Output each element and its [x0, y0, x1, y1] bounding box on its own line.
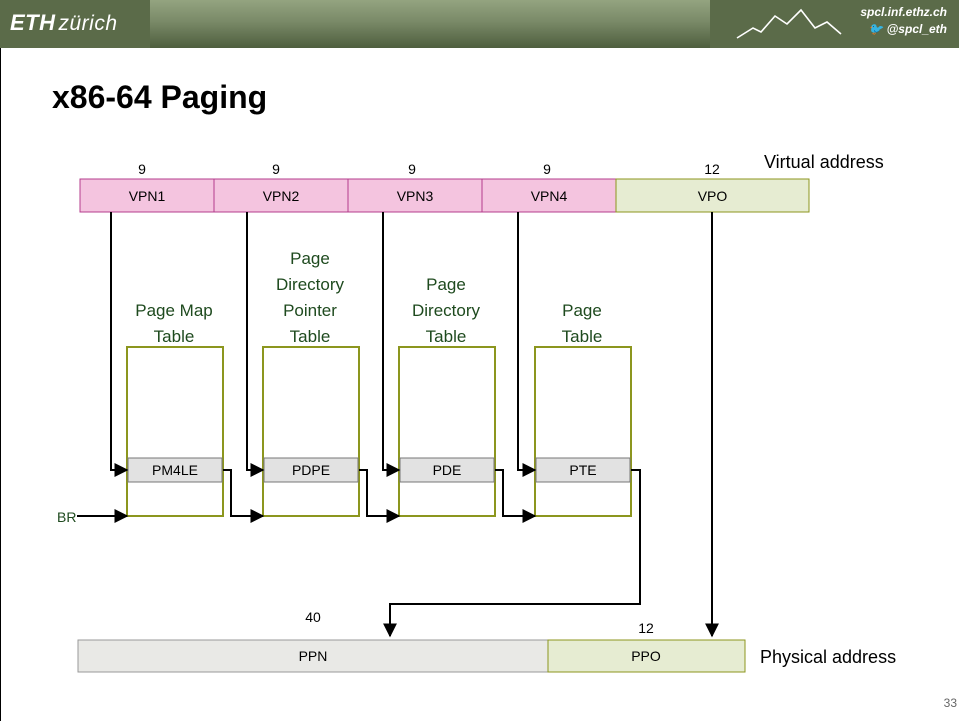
page-table-title: Table: [426, 327, 467, 346]
eth-logo-text: ETH: [10, 10, 56, 35]
page-table-box: [398, 346, 496, 517]
virtual-address-field-vpn1: [79, 178, 215, 213]
virtual-address-label: Virtual address: [764, 152, 884, 172]
vpn-index-arrow: [517, 212, 537, 477]
page-table-title: Directory: [412, 301, 481, 320]
page-table-title: Table: [290, 327, 331, 346]
page-table-title: Table: [562, 327, 603, 346]
vpn-index-arrow: [382, 212, 401, 477]
physical-address-field-label: PPN: [299, 648, 328, 664]
page-table-title: Page Map: [135, 301, 213, 320]
page-table-entry: [263, 457, 359, 483]
spcl-site-link[interactable]: spcl.inf.ethz.ch: [860, 5, 947, 19]
physical-address-field-ppo: [547, 639, 746, 673]
virtual-address-bit-width: 9: [272, 161, 280, 177]
page-table-title: Page: [426, 275, 466, 294]
spcl-contact: spcl.inf.ethz.ch 🐦 @spcl_eth: [860, 4, 947, 38]
page-table-entry-label: PTE: [569, 462, 596, 478]
page-table-entry: [399, 457, 495, 483]
virtual-address-field-label: VPO: [698, 188, 728, 204]
base-register-label: BR: [57, 509, 76, 525]
twitter-bird-icon: 🐦: [868, 22, 884, 36]
page-table-box: [262, 346, 360, 517]
table-base-arrow: [495, 469, 537, 523]
virtual-address-field-vpo: [615, 178, 810, 213]
virtual-address-bit-width: 9: [138, 161, 146, 177]
vpn-index-arrow: [110, 212, 129, 477]
eth-logo-subtext: zürich: [58, 12, 118, 35]
virtual-address-field-label: VPN1: [129, 188, 166, 204]
virtual-address-field-label: VPN4: [531, 188, 568, 204]
physical-address-bit-width: 12: [638, 620, 654, 636]
virtual-address-bit-width: 9: [543, 161, 551, 177]
vpn-index-arrow: [246, 212, 265, 477]
virtual-address-field-label: VPN2: [263, 188, 300, 204]
page-number: 33: [943, 696, 957, 710]
virtual-address-field-vpn3: [347, 178, 483, 213]
page-table-box: [126, 346, 224, 517]
pte-to-ppn-arrow: [383, 469, 641, 638]
table-base-arrow: [359, 469, 401, 523]
slide-left-border: [0, 48, 1, 721]
virtual-address-bit-width: 9: [408, 161, 416, 177]
page-table-title: Page: [290, 249, 330, 268]
page-table-box: [534, 346, 632, 517]
page-table-entry: [535, 457, 631, 483]
twitter-handle[interactable]: 🐦 @spcl_eth: [860, 21, 947, 38]
page-table-title: Page: [562, 301, 602, 320]
slide-title: x86-64 Paging: [52, 79, 268, 115]
mountain-banner-image: [150, 0, 710, 48]
twitter-handle-text: @spcl_eth: [886, 22, 947, 36]
table-base-arrow: [223, 469, 265, 523]
page-table-title: Directory: [276, 275, 345, 294]
page-table-title: Table: [154, 327, 195, 346]
page-table-title: Pointer: [283, 301, 337, 320]
virtual-address-field-label: VPN3: [397, 188, 434, 204]
virtual-address-field-vpn2: [213, 178, 349, 213]
physical-address-field-label: PPO: [631, 648, 661, 664]
page-table-entry-label: PDPE: [292, 462, 330, 478]
virtual-address-bit-width: 12: [704, 161, 720, 177]
physical-address-label: Physical address: [760, 647, 896, 667]
spcl-mountain-logo-icon: [736, 8, 842, 39]
page-table-entry-label: PM4LE: [152, 462, 198, 478]
physical-address-bit-width: 40: [305, 609, 321, 625]
page-table-entry-label: PDE: [433, 462, 462, 478]
physical-address-field-ppn: [77, 639, 549, 673]
